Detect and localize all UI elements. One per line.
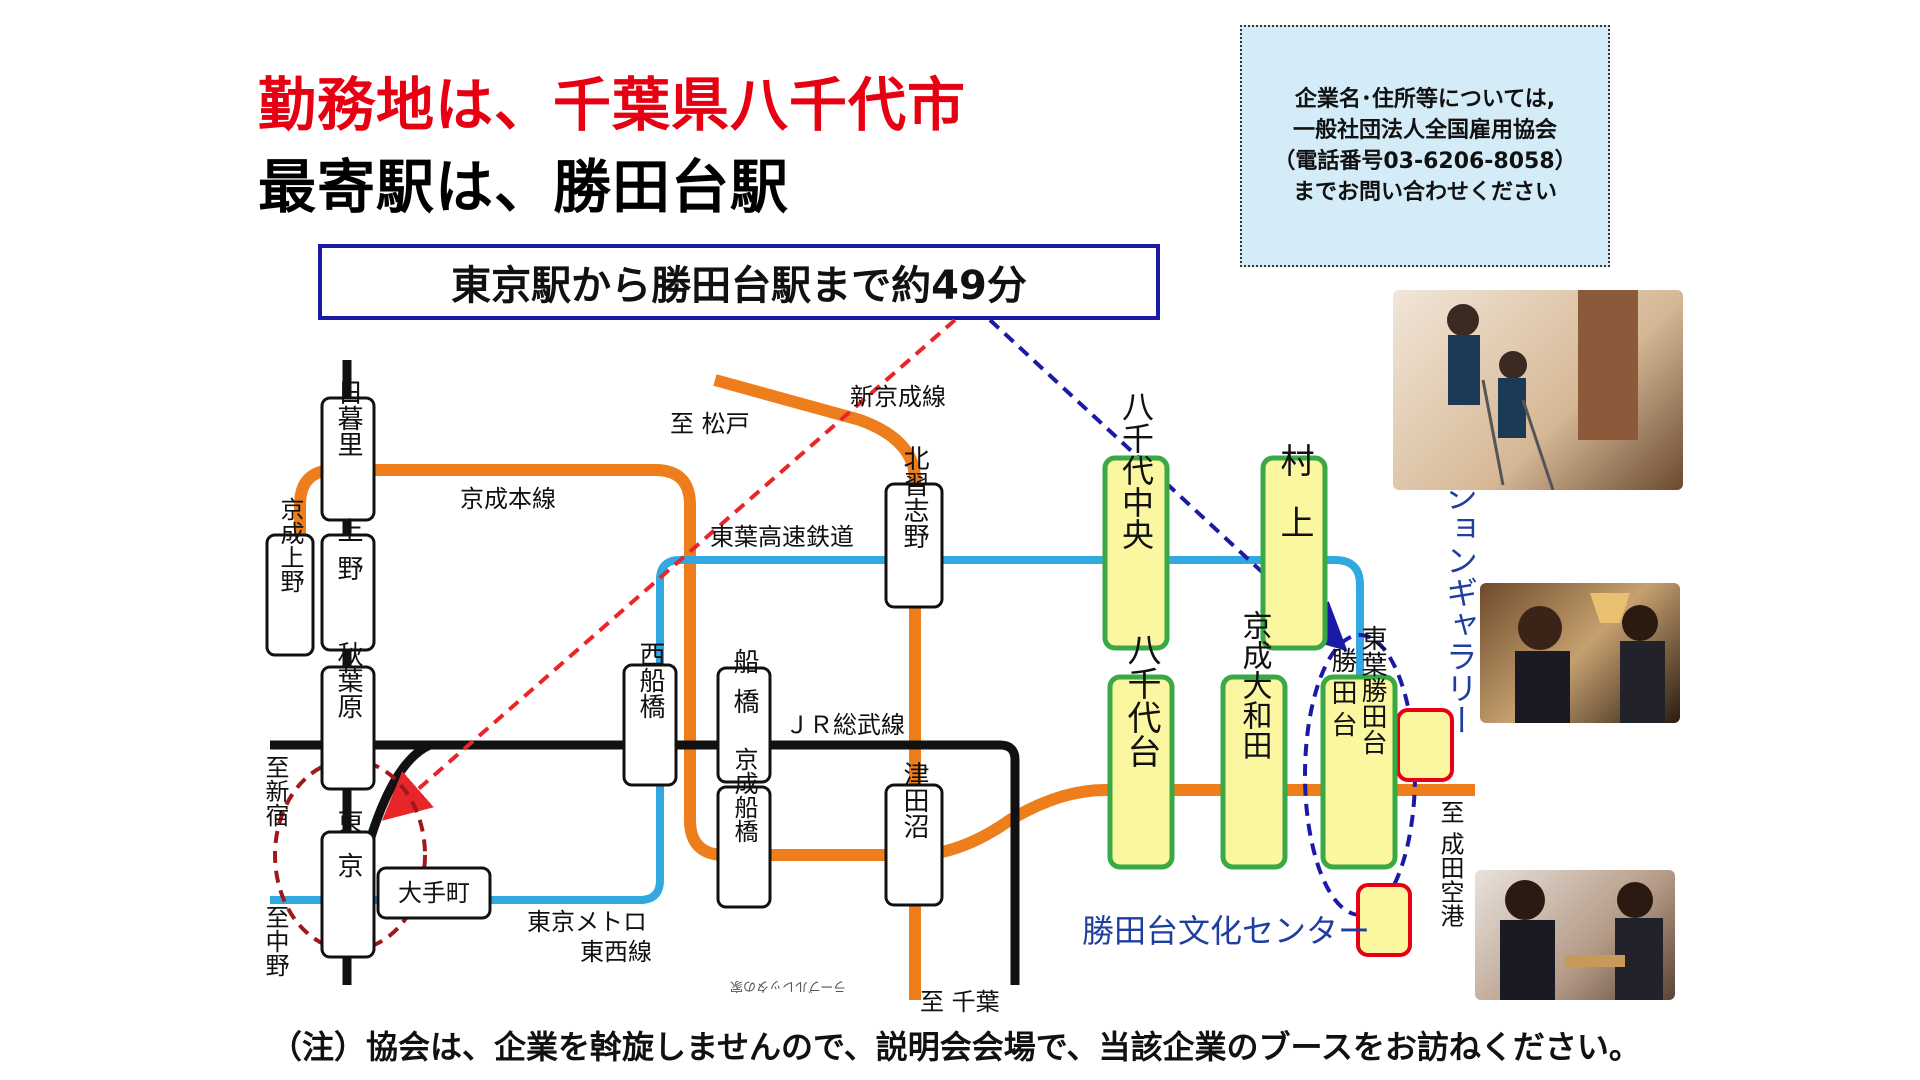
contact-info-box: 企業名･住所等については, 一般社団法人全国雇用協会 （電話番号03-6206-…: [1240, 25, 1610, 267]
red-marker-1: [1396, 708, 1454, 782]
gallery-label: ションギャラリー: [1441, 480, 1479, 736]
station-katsutadai: 勝田台: [1327, 647, 1357, 743]
station-yachiyodai: 八千代台: [1121, 632, 1161, 768]
travel-time-text: 東京駅から勝田台駅まで約49分: [451, 263, 1027, 309]
station-akihabara: 秋葉原: [333, 641, 363, 719]
station-keisei-ueno: 京成上野: [276, 497, 304, 593]
dest-shinjuku: 至新宿: [261, 755, 289, 827]
footnote: （注）協会は、企業を斡旋しませんので、説明会会場で、当該企業のブースをお訪ねくだ…: [270, 1028, 1641, 1066]
station-ueno: 上野: [333, 517, 363, 593]
hotel-staff-image: [1515, 593, 1665, 723]
label-tokyo-metro: 東京メトロ: [527, 908, 647, 936]
station-tsudanuma: 津田沼: [899, 761, 929, 839]
photo-cleaning-staff: [1393, 290, 1683, 490]
station-yachiyo-chuo: 八千代中央: [1117, 390, 1155, 550]
toyo-rapid-line: [270, 556, 1364, 904]
reception-staff-image: [1500, 880, 1663, 1000]
culture-center-label: 勝田台文化センター: [1082, 912, 1370, 950]
station-otemachi: 大手町: [398, 879, 470, 907]
photo-credit: ラーブルレッタの家: [730, 978, 847, 993]
info-line: 一般社団法人全国雇用協会: [1292, 118, 1557, 143]
dest-matsudo: 至 松戸: [670, 410, 750, 438]
info-line: 企業名･住所等については,: [1294, 87, 1556, 112]
label-jr-sobu: ＪＲ総武線: [785, 711, 905, 739]
station-nishifunabashi: 西船橋: [635, 641, 665, 719]
label-toyo-rapid: 東葉高速鉄道: [710, 523, 854, 551]
dest-nakano: 至中野: [261, 905, 289, 977]
dest-narita: 至 成田空港: [1436, 800, 1464, 928]
station-keisei-owada: 京成大和田: [1237, 610, 1273, 760]
dest-chiba: 至 千葉: [920, 988, 1000, 1016]
title-workplace: 勤務地は、千葉県八千代市: [258, 71, 967, 139]
title-nearest-station: 最寄駅は、勝田台駅: [258, 153, 790, 221]
shin-keisei-line: [713, 374, 921, 1000]
info-line: までお問い合わせください: [1292, 180, 1557, 205]
station-boxes-green: [1102, 455, 1398, 870]
jr-sobu-line: [270, 740, 1020, 985]
label-shin-keisei: 新京成線: [850, 383, 946, 411]
station-toyo-katsutadai: 東葉勝田台: [1357, 625, 1387, 755]
info-line: （電話番号03-6206-8058）: [1273, 149, 1577, 174]
station-funabashi: 船橋: [729, 648, 759, 728]
station-nippori: 日暮里: [333, 379, 363, 457]
label-keisei-main: 京成本線: [460, 485, 556, 513]
station-tokyo: 東京: [333, 808, 363, 896]
station-boxes-white: [265, 396, 944, 959]
label-tozai: 東西線: [580, 938, 652, 966]
arrow-to-tokyo: [381, 318, 957, 821]
station-kitanarashino: 北習志野: [899, 445, 929, 549]
station-keisei-funabashi: 京成船橋: [730, 747, 758, 843]
travel-time-box: 東京駅から勝田台駅まで約49分: [318, 244, 1160, 320]
photo-hotel-staff: [1480, 583, 1680, 723]
red-marker-2: [1356, 883, 1412, 957]
station-murakami: 村上: [1274, 443, 1314, 567]
cleaning-staff-image: [1447, 290, 1638, 490]
photo-reception-staff: [1475, 870, 1675, 1000]
